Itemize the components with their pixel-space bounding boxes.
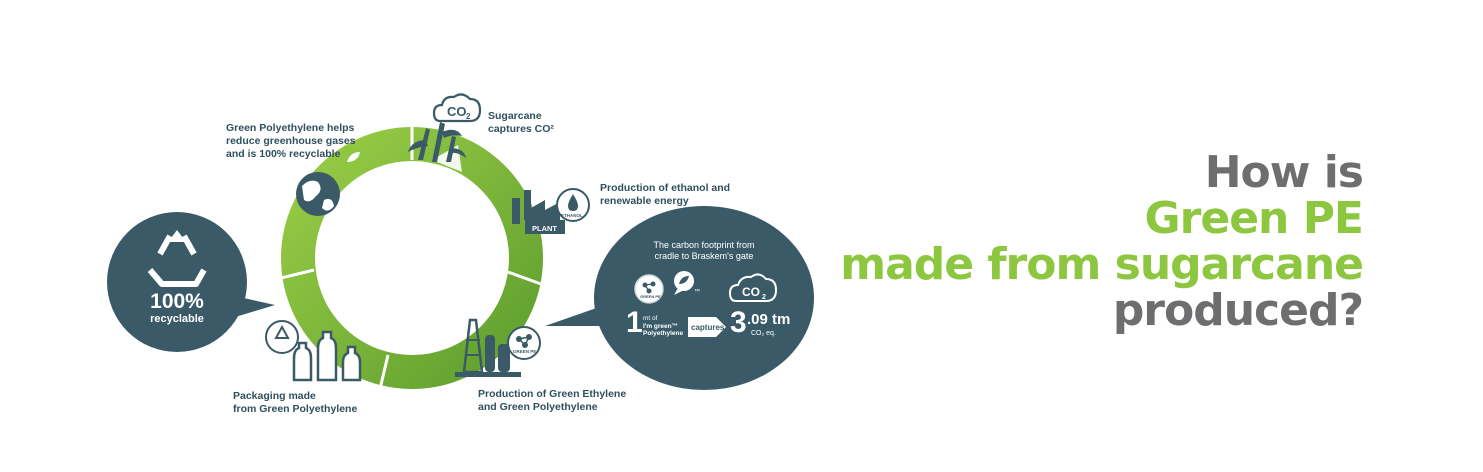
step-helps-line1: Green Polyethylene helps bbox=[226, 122, 355, 134]
refinery-icon bbox=[455, 318, 521, 377]
step-sugarcane-line2: captures CO² bbox=[488, 123, 554, 135]
footprint-result-big: 3 bbox=[730, 306, 747, 339]
co2-text: CO bbox=[447, 104, 467, 119]
step-packaging-line1: Packaging made bbox=[233, 390, 316, 402]
ethanol-drop-icon: ETHANOL bbox=[556, 188, 590, 222]
step-sugarcane-line1: Sugarcane bbox=[488, 110, 542, 122]
bottles-icon bbox=[265, 320, 362, 382]
recyclable-bubble bbox=[107, 212, 275, 352]
leaf-bubble-icon bbox=[341, 146, 365, 176]
step-helps-label: Green Polyethylene helps reduce greenhou… bbox=[226, 122, 356, 161]
footprint-co2-cloud-icon: CO 2 bbox=[728, 273, 778, 302]
footprint-co2-sub: 2 bbox=[762, 294, 766, 301]
footprint-bubble: GREEN PE ™ CO 2 captures bbox=[545, 206, 814, 390]
green-pe-tag: GREEN PE bbox=[513, 349, 536, 354]
step-helps-line3: and is 100% recyclable bbox=[226, 148, 341, 160]
step-production-line1: Production of Green Ethylene bbox=[478, 388, 627, 400]
footprint-caption: The carbon footprint from cradle to Bras… bbox=[634, 240, 774, 262]
footprint-line1: The carbon footprint from bbox=[653, 240, 755, 250]
step-ethanol-line2: renewable energy bbox=[600, 195, 689, 207]
heading-line3: made from sugarcane bbox=[840, 239, 1364, 290]
step-ethanol-label: Production of ethanol and renewable ener… bbox=[600, 182, 730, 208]
green-pe-icon: GREEN PE bbox=[507, 326, 541, 360]
footprint-leaf-bubble-icon bbox=[674, 271, 694, 295]
sugarcane-icon bbox=[408, 122, 466, 162]
step-packaging-label: Packaging made from Green Polyethylene bbox=[233, 390, 357, 416]
footprint-unit-line2: I'm green™ bbox=[643, 322, 679, 330]
step-helps-line2: reduce greenhouse gases bbox=[226, 135, 356, 147]
globe-icon bbox=[296, 172, 340, 216]
footprint-unit-line3: Polyethylene bbox=[643, 330, 684, 337]
recycle-icon bbox=[147, 230, 207, 287]
step-sugarcane-label: Sugarcane captures CO² bbox=[488, 110, 554, 136]
step-production-line2: and Green Polyethylene bbox=[478, 401, 598, 413]
heading-line4: produced? bbox=[1112, 285, 1364, 336]
footprint-co2-text: CO bbox=[742, 285, 760, 299]
footprint-unit-line1: mt of bbox=[643, 315, 658, 322]
page-heading: How is Green PE made from sugarcane prod… bbox=[840, 147, 1364, 336]
footprint-green-pe-icon: GREEN PE bbox=[634, 274, 664, 304]
plant-icon: PLANT bbox=[512, 190, 565, 234]
footprint-line2: cradle to Braskem's gate bbox=[654, 251, 754, 261]
recyclable-percent: 100% bbox=[150, 290, 204, 313]
plant-tag: PLANT bbox=[532, 224, 557, 233]
footprint-result-unit: CO₂ eq. bbox=[751, 330, 776, 337]
footprint-result-small: .09 tm bbox=[747, 311, 791, 328]
footprint-tm-mark: ™ bbox=[694, 288, 700, 295]
step-production-label: Production of Green Ethylene and Green P… bbox=[478, 388, 626, 414]
heading-line2: Green PE bbox=[1144, 193, 1364, 244]
step-ethanol-line1: Production of ethanol and bbox=[600, 182, 731, 194]
co2-cloud-icon: CO 2 bbox=[432, 93, 482, 123]
recyclable-label: recyclable bbox=[150, 313, 204, 325]
step-packaging-line2: from Green Polyethylene bbox=[233, 403, 358, 415]
footprint-qty: 1 bbox=[626, 306, 643, 339]
co2-sub: 2 bbox=[466, 112, 471, 121]
footprint-unit: mt of I'm green™ Polyethylene bbox=[643, 315, 683, 338]
captures-label: captures bbox=[691, 323, 725, 332]
recyclable-text: 100% recyclable bbox=[127, 291, 227, 326]
footprint-green-pe-tag: GREEN PE bbox=[640, 294, 661, 299]
captures-arrow: captures bbox=[688, 317, 726, 337]
heading-line1: How is bbox=[1204, 147, 1364, 198]
ethanol-tag: ETHANOL bbox=[561, 213, 583, 218]
